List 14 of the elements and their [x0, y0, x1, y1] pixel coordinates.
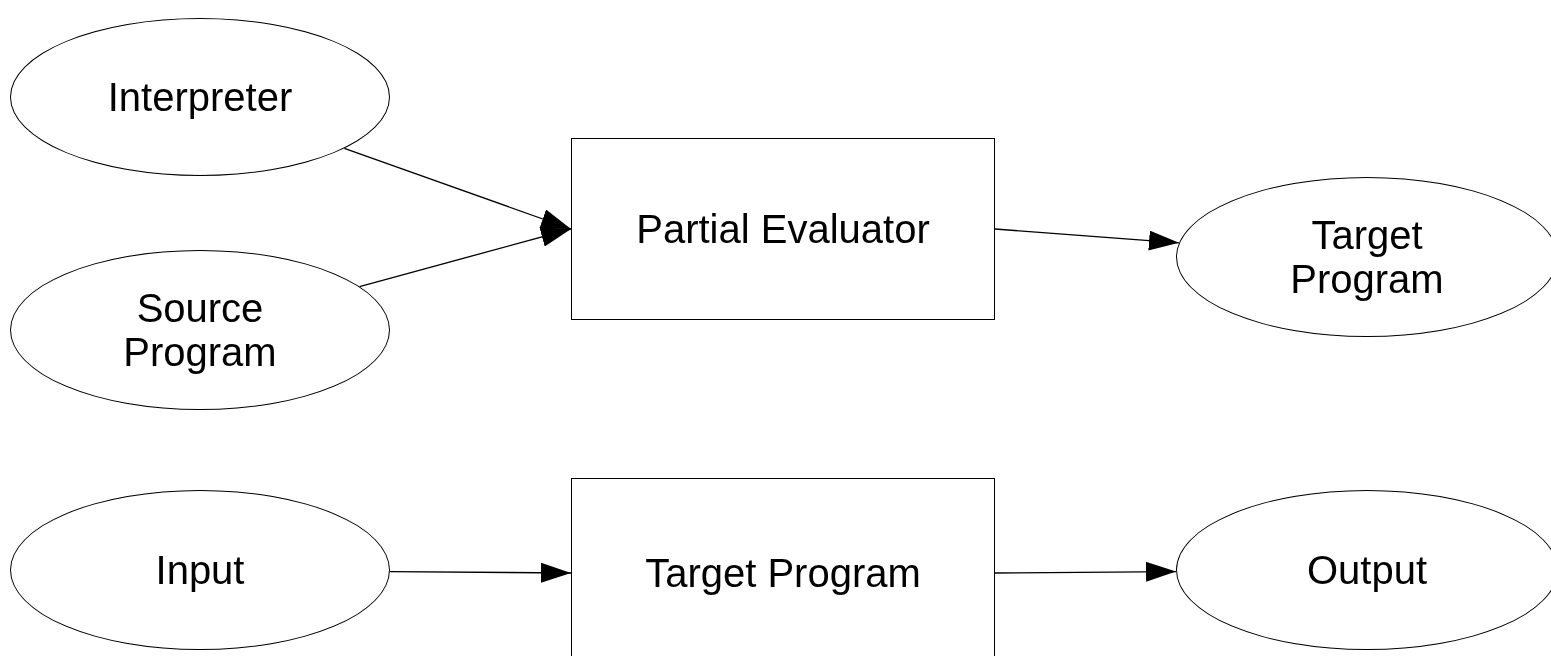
arrow	[389, 562, 572, 583]
node-label: Source Program	[122, 286, 278, 374]
arrow	[343, 147, 572, 230]
node-label: Interpreter	[106, 75, 294, 119]
arrow	[994, 561, 1177, 582]
node-label: Input	[154, 548, 246, 592]
process-box	[571, 138, 995, 320]
node-label: Output	[1305, 548, 1429, 592]
node-label: Target Program	[1289, 213, 1445, 301]
arrow	[994, 228, 1180, 251]
arrow	[358, 227, 572, 288]
node-label: Partial Evaluator	[635, 207, 931, 251]
node-label: Target Program	[644, 551, 922, 595]
process-box	[571, 478, 995, 656]
